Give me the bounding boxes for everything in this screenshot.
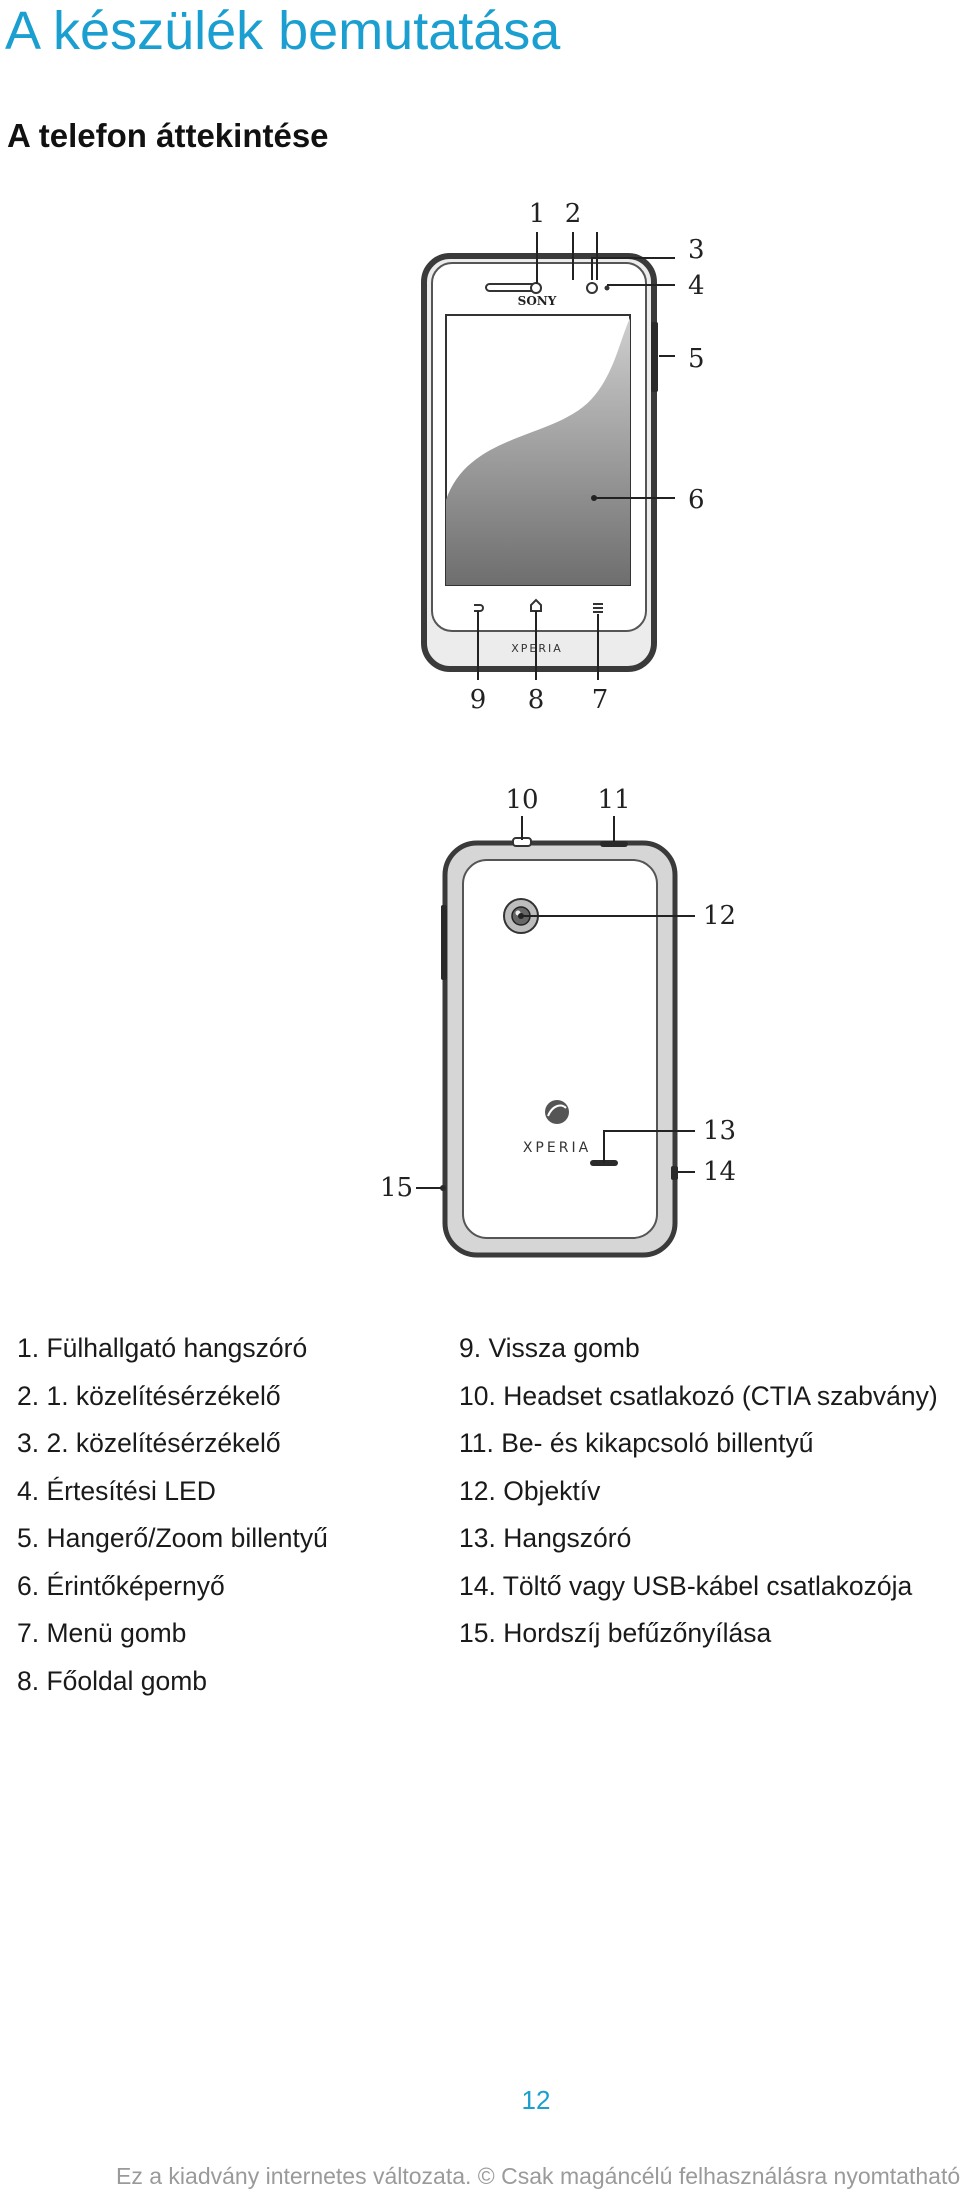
touchscreen [445, 314, 631, 586]
callout-11: 11 [597, 785, 630, 815]
back-key [474, 604, 484, 612]
callout-5: 5 [688, 344, 705, 374]
strap-hole [440, 1185, 446, 1191]
home-key [530, 598, 542, 612]
section-title: A telefon áttekintése [7, 117, 329, 154]
back-phone-figure: XPERIA 10 11 12 13 14 15 [0, 780, 960, 1270]
legend-item: 10. Headset csatlakozó (CTIA szabvány) [459, 1380, 938, 1411]
camera-lens [503, 898, 539, 934]
notification-led [604, 285, 610, 291]
callout-10: 10 [505, 785, 538, 815]
usb-port [671, 1166, 678, 1180]
legend-item: 9. Vissza gomb [459, 1333, 640, 1363]
brand-logo-icon [545, 1100, 569, 1124]
legend-item: 2. 1. közelítésérzékelő [17, 1380, 281, 1411]
proximity-sensor-2 [586, 282, 598, 294]
legend-left-column: 1. Fülhallgató hangszóró 2. 1. közelítés… [17, 1325, 328, 1705]
legend-right-column: 9. Vissza gomb 10. Headset csatlakozó (C… [459, 1325, 938, 1658]
legend-item: 13. Hangszóró [459, 1523, 632, 1553]
callout-4: 4 [688, 271, 705, 301]
legend-item: 1. Fülhallgató hangszóró [17, 1333, 308, 1363]
callout-6: 6 [688, 485, 705, 515]
sony-logo: SONY [518, 294, 557, 308]
power-key [600, 841, 628, 847]
legend-item: 15. Hordszíj befűzőnyílása [459, 1618, 772, 1648]
menu-key [593, 603, 603, 613]
legend-item: 4. Értesítési LED [17, 1475, 216, 1506]
front-callout-lines [477, 232, 675, 680]
callout-7: 7 [592, 685, 609, 715]
callout-2: 2 [565, 199, 582, 229]
legend-item: 11. Be- és kikapcsoló billentyű [459, 1428, 814, 1458]
legend-item: 6. Érintőképernyő [17, 1570, 225, 1601]
page-number: 12 [521, 2085, 551, 2115]
callout-9: 9 [470, 685, 487, 715]
legend-item: 12. Objektív [459, 1475, 601, 1506]
legend-item: 7. Menü gomb [17, 1618, 187, 1648]
callout-14: 14 [703, 1157, 736, 1187]
page-title: A készülék bemutatása [5, 1, 561, 61]
callout-1: 1 [529, 199, 546, 229]
xperia-logo-back: XPERIA [523, 1140, 591, 1156]
callout-3: 3 [688, 235, 705, 265]
footer-note: Ez a kiadvány internetes változata. © Cs… [116, 2163, 960, 2189]
callout-8: 8 [528, 685, 545, 715]
legend-item: 14. Töltő vagy USB-kábel csatlakozója [459, 1570, 913, 1601]
legend-item: 8. Főoldal gomb [17, 1665, 208, 1696]
legend-item: 3. 2. közelítésérzékelő [17, 1428, 281, 1458]
back-phone-body [441, 840, 678, 1258]
callout-15: 15 [380, 1173, 413, 1203]
proximity-sensor-1 [530, 282, 542, 294]
legend-item: 5. Hangerő/Zoom billentyű [17, 1523, 328, 1553]
callout-13: 13 [703, 1116, 736, 1146]
back-callout-lines [416, 816, 695, 1189]
front-phone-figure: SONY XPERIA [0, 190, 960, 730]
callout-12: 12 [703, 901, 736, 931]
